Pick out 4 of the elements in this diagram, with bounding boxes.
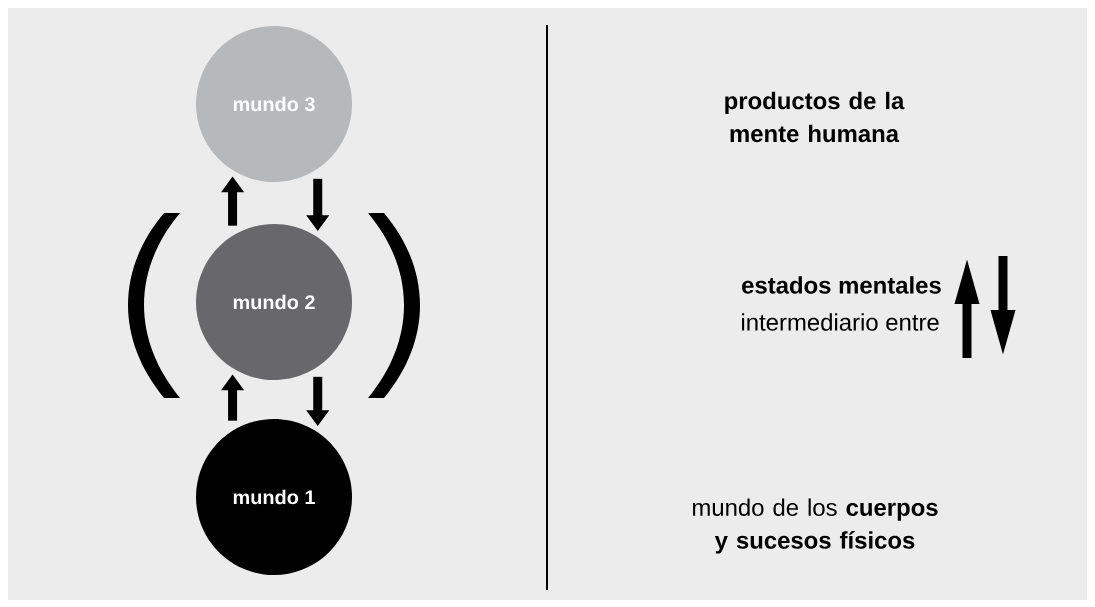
text-label: productos de la mente humana bbox=[725, 91, 905, 143]
text-label: mundo de los cuerpos y sucesos físicos bbox=[693, 498, 938, 554]
text-label: estados mentales bbox=[742, 276, 941, 294]
text-label: intermediario entre bbox=[742, 313, 939, 331]
